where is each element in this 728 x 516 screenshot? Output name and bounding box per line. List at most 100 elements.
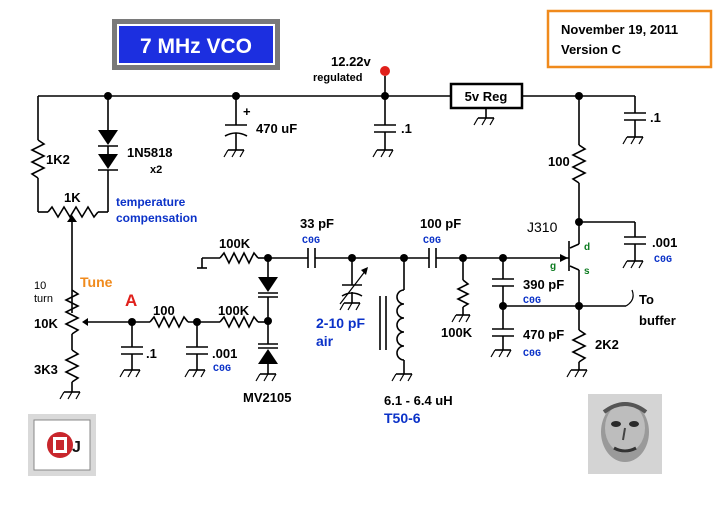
jfet-j310	[549, 222, 580, 306]
label-trimmer-type: air	[316, 333, 334, 349]
ground-470pf	[490, 349, 512, 358]
ground-inductor	[391, 373, 413, 382]
label-point-a: A	[125, 291, 137, 310]
svg-text:J: J	[72, 439, 81, 456]
label-100-drain: 100	[548, 154, 570, 169]
ground-01-pointa	[119, 369, 141, 378]
trimmer-cap	[339, 267, 368, 305]
label-100k-mid: 100K	[218, 303, 250, 318]
cap-01-supply	[374, 124, 396, 133]
supply-note-label: regulated	[313, 72, 363, 84]
label-001-mid: .001	[212, 346, 237, 361]
title-text: 7 MHz VCO	[140, 35, 252, 58]
resistor-100k-mid	[219, 315, 259, 329]
label-33pf: 33 pF	[300, 216, 334, 231]
logo-badge: J	[28, 414, 96, 476]
resistor-3k3	[64, 349, 80, 383]
title-box: 7 MHz VCO	[112, 19, 280, 70]
ground-001-mid	[184, 369, 206, 378]
ground-01-reg	[622, 136, 644, 145]
label-390pf-type: C0G	[523, 296, 541, 307]
cap-100pf	[428, 248, 437, 268]
pot-10k[interactable]	[64, 289, 88, 335]
label-j310: J310	[527, 219, 558, 235]
label-3k3: 3K3	[34, 362, 58, 377]
label-01-reg: .1	[650, 110, 661, 125]
label-jfet-d: d	[584, 242, 590, 253]
label-100-series: 100	[153, 303, 175, 318]
cap-01-reg	[624, 112, 646, 121]
resistor-1k2	[30, 139, 46, 179]
label-turn-1: 10	[34, 280, 46, 292]
label-jfet-g: g	[550, 261, 556, 272]
label-100k-top: 100K	[219, 236, 251, 251]
label-1n5818: 1N5818	[127, 145, 173, 160]
ground-3k3	[59, 391, 81, 400]
ground-2k2	[566, 369, 588, 378]
label-output-1: To	[639, 292, 654, 307]
resistor-2k2	[571, 329, 587, 363]
label-470pf: 470 pF	[523, 327, 564, 342]
resistor-100-drain	[571, 144, 587, 184]
label-100pf-type: C0G	[423, 236, 441, 247]
diode-1n5818-top	[98, 130, 118, 147]
label-470uf: 470 uF	[256, 121, 297, 136]
diode-1n5818-bottom	[98, 154, 118, 171]
label-001-drain: .001	[652, 235, 677, 250]
label-turn-2: turn	[34, 293, 53, 305]
label-01-pointa: .1	[146, 346, 157, 361]
cap-33pf	[307, 248, 316, 268]
portrait-image	[588, 394, 662, 474]
version-text: Version C	[561, 42, 622, 57]
cap-390pf	[492, 278, 514, 287]
ground-100k-gate	[451, 314, 471, 323]
cap-470pf	[492, 328, 514, 337]
label-inductor-value: 6.1 - 6.4 uH	[384, 393, 453, 408]
label-trimmer: 2-10 pF	[316, 315, 365, 331]
ground-01-supply	[372, 149, 394, 158]
resistor-100k-top	[219, 251, 259, 265]
ground-trimmer	[339, 302, 361, 311]
cap-001-drain	[624, 236, 646, 245]
label-100pf: 100 pF	[420, 216, 461, 231]
label-470uf-plus: +	[243, 104, 251, 119]
date-text: November 19, 2011	[561, 22, 678, 37]
label-390pf: 390 pF	[523, 277, 564, 292]
cap-01-pointa	[121, 346, 143, 355]
regulator-5v: 5v Reg	[449, 82, 524, 126]
supply-voltage-label: 12.22v	[331, 54, 372, 69]
varactor-top	[258, 277, 278, 298]
label-diode-count: x2	[150, 164, 162, 176]
varactor-bottom	[258, 343, 278, 364]
label-jfet-s: s	[584, 266, 590, 277]
label-temp-comp-1: temperature	[116, 195, 186, 209]
label-33pf-type: C0G	[302, 236, 320, 247]
label-1k: 1K	[64, 190, 81, 205]
label-100k-gate: 100K	[441, 325, 473, 340]
resistor-100k-gate	[456, 279, 470, 308]
version-box: November 19, 2011 Version C	[546, 9, 713, 69]
ground-001-drain	[622, 260, 644, 269]
ground-470uf	[223, 149, 245, 158]
label-10k: 10K	[34, 316, 58, 331]
output-lead[interactable]	[579, 289, 634, 307]
label-01-supply: .1	[401, 121, 412, 136]
label-mv2105: MV2105	[243, 390, 291, 405]
label-inductor-core: T50-6	[384, 410, 421, 426]
label-001-drain-type: C0G	[654, 255, 672, 266]
supply-terminal	[380, 66, 390, 76]
label-2k2: 2K2	[595, 337, 619, 352]
cap-001-mid	[186, 346, 208, 355]
label-1k2: 1K2	[46, 152, 70, 167]
label-001-mid-type: C0G	[213, 364, 231, 375]
inductor	[379, 289, 405, 361]
pot-1k	[47, 205, 99, 219]
label-temp-comp-2: compensation	[116, 211, 197, 225]
resistor-100-series	[149, 315, 189, 329]
label-470pf-type: C0G	[523, 349, 541, 360]
regulator-label: 5v Reg	[465, 89, 508, 104]
ground-varactor	[255, 373, 277, 382]
label-output-2: buffer	[639, 313, 676, 328]
